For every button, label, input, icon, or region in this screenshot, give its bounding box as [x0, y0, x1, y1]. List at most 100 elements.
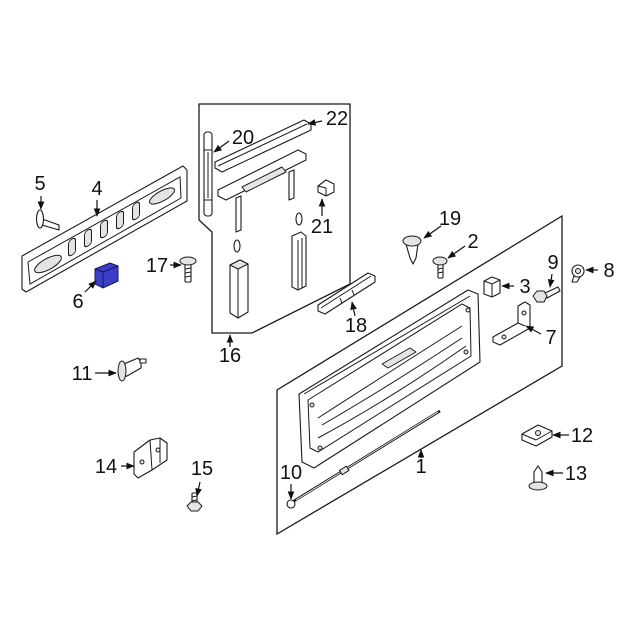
callout-22: 22 [326, 108, 348, 130]
part-17-thread [184, 271, 192, 274]
part-1-emboss [317, 345, 467, 439]
part-4-slot [116, 210, 124, 230]
part-7-body [492, 301, 531, 346]
callout-19: 19 [439, 208, 461, 230]
part-18-edge [320, 275, 372, 309]
callout-11: 11 [72, 363, 93, 385]
part-2-head [432, 256, 448, 266]
support-strut-right [291, 212, 307, 291]
part-5-pin [35, 209, 60, 231]
part-9-head [532, 290, 548, 303]
part-1-inner-panel [307, 303, 472, 453]
part-1-hole [317, 445, 323, 451]
part-4-slot [34, 254, 62, 274]
part-21-clip [317, 179, 335, 197]
part-10-end [286, 499, 296, 509]
bracket-handle [241, 166, 287, 193]
callout-4: 4 [91, 178, 102, 200]
part-15-head [186, 501, 203, 512]
part-5-head [35, 209, 45, 229]
part-4-slot [149, 187, 175, 205]
part-9-bolt [532, 286, 561, 303]
support-strut-left [229, 239, 249, 319]
part-20-rod [203, 131, 213, 217]
part-1-emboss [321, 337, 463, 426]
part-8-hole [575, 268, 581, 274]
part-15-thread [191, 499, 198, 502]
part-18-hatch [339, 297, 343, 304]
callout-10: 10 [280, 462, 302, 484]
callout-21: 21 [311, 216, 333, 238]
part-13-base [528, 481, 548, 491]
part-1-handle-recess [381, 347, 417, 369]
assembly-frame-16 [198, 103, 351, 334]
callout-17: 17 [146, 255, 168, 277]
hinge-bracket-assembly [217, 149, 307, 233]
strut-cap [295, 212, 303, 226]
part-1-hole [463, 349, 469, 355]
part-12-hole [535, 430, 541, 436]
part-18-hatch [351, 289, 355, 296]
part-19-push-pin [402, 235, 422, 265]
part-22-edge [217, 123, 308, 167]
callout-8: 8 [603, 260, 614, 282]
leader-line-22 [307, 119, 323, 126]
part-1-emboss [317, 325, 463, 419]
part-7-bracket [492, 301, 531, 346]
part-3-block [483, 276, 501, 298]
part-14-edge [149, 439, 153, 471]
part-12-edge [535, 430, 553, 441]
leader-line-2 [447, 245, 466, 259]
part-10-fitting [339, 465, 350, 476]
part-14-hole [139, 459, 145, 465]
part-7-edge [517, 322, 526, 327]
bracket-leg [288, 169, 295, 201]
part-21-edge [317, 185, 327, 189]
part-1-hole [465, 307, 471, 313]
part-2-thread [437, 271, 444, 274]
part-8-clip [571, 264, 585, 283]
part-4-slot [100, 219, 108, 239]
part-14-hole [155, 447, 161, 453]
part-1-tailgate [298, 289, 481, 469]
callout-13: 13 [565, 463, 587, 485]
part-4-slot [84, 228, 92, 248]
callout-7: 7 [545, 327, 556, 349]
part-4-inner-edge [27, 176, 182, 285]
callout-15: 15 [191, 458, 213, 480]
part-2-shank [437, 263, 444, 279]
callout-labels: 1 2 3 4 5 6 7 8 9 10 11 12 13 14 15 16 1… [34, 108, 614, 485]
callout-16: 16 [219, 345, 241, 367]
strut-body [291, 231, 307, 291]
callout-20: 20 [232, 127, 254, 149]
part-11-rivet [117, 357, 147, 382]
part-1-hole [309, 402, 315, 408]
leader-line-7 [525, 325, 542, 335]
bracket-leg [235, 195, 242, 233]
part-17-thread [184, 275, 192, 278]
part-4-plate [21, 165, 188, 293]
assembly-frame-1 [276, 214, 563, 536]
part-18-strip [317, 272, 376, 315]
part-12-bracket [521, 424, 553, 447]
part-13-push-pin [528, 465, 548, 491]
leader-line-19 [423, 225, 442, 239]
part-2-thread [437, 267, 444, 270]
leader-line-18 [350, 301, 357, 317]
part-10-core [295, 411, 439, 501]
callout-18: 18 [345, 315, 367, 337]
part-7-hole [521, 310, 527, 316]
leader-line-15 [195, 481, 202, 497]
leader-line-9 [547, 273, 555, 288]
part-11-mandrel [139, 358, 147, 364]
callout-6: 6 [72, 291, 83, 313]
part-17-thread [184, 267, 192, 270]
part-22-strip [214, 119, 312, 173]
part-17-screw [179, 256, 197, 283]
part-4-slot [132, 201, 140, 221]
part-7-hole [501, 334, 507, 340]
strut-top [229, 259, 249, 270]
part-18-outline [317, 272, 376, 315]
